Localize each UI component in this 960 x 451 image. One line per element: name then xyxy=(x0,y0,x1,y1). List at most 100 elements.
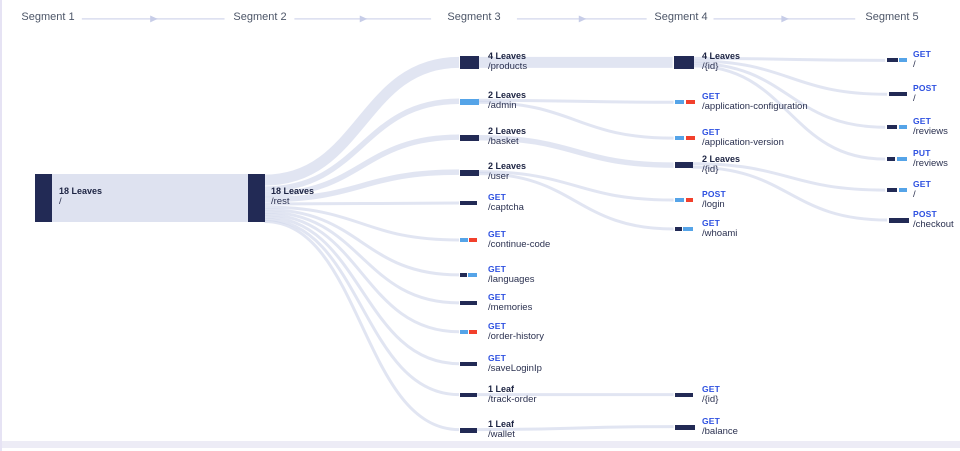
path-label: /track-order xyxy=(488,393,537,405)
node-segment-fill xyxy=(685,136,695,140)
node-segment-fill xyxy=(887,58,898,62)
node-label-s3-continue-code: GET/continue-code xyxy=(488,229,550,250)
node-label-s5-get-root-b: GET/ xyxy=(913,179,931,200)
path-label: /basket xyxy=(488,135,519,147)
http-method-label: GET xyxy=(702,91,721,101)
node-segment-fill xyxy=(675,198,685,202)
node-s4-login[interactable] xyxy=(675,198,693,202)
http-method-label: GET xyxy=(913,116,932,126)
node-segment-fill xyxy=(889,218,909,223)
node-s2-rest[interactable] xyxy=(248,174,265,222)
node-s1-root[interactable] xyxy=(35,174,52,222)
node-label-s4-app-version: GET/application-version xyxy=(702,127,784,148)
node-label-s4-balance: GET/balance xyxy=(702,416,738,437)
http-method-label: GET xyxy=(702,218,721,228)
node-s5-get-reviews[interactable] xyxy=(887,125,907,129)
http-method-label: GET xyxy=(488,292,507,302)
path-label: /admin xyxy=(488,99,517,111)
http-method-label: GET xyxy=(702,384,721,394)
node-segment-fill xyxy=(468,273,477,277)
node-s3-saveloginip[interactable] xyxy=(460,362,477,366)
path-label: /wallet xyxy=(488,428,515,440)
node-segment-fill xyxy=(460,301,477,305)
node-segment-fill xyxy=(248,174,265,222)
node-s4-app-config[interactable] xyxy=(675,100,695,104)
node-s4-balance[interactable] xyxy=(675,425,695,430)
node-s3-continue-code[interactable] xyxy=(460,238,477,242)
path-label: / xyxy=(913,188,916,200)
node-s5-post-root[interactable] xyxy=(889,92,907,96)
node-label-s3-user: 2 Leaves/user xyxy=(488,161,526,182)
node-s3-memories[interactable] xyxy=(460,301,477,305)
node-segment-fill xyxy=(887,188,898,192)
path-label: /languages xyxy=(488,273,535,285)
path-label: / xyxy=(913,58,916,70)
leaf-count-label: 18 Leaves xyxy=(59,186,103,196)
http-method-label: POST xyxy=(702,189,726,199)
http-method-label: GET xyxy=(488,192,507,202)
node-segment-fill xyxy=(460,428,477,433)
node-s3-user[interactable] xyxy=(460,170,479,176)
http-method-label: POST xyxy=(913,209,937,219)
node-s5-get-root-a[interactable] xyxy=(887,58,907,62)
node-label-s3-languages: GET/languages xyxy=(488,264,534,285)
leaf-count-label: 1 Leaf xyxy=(488,384,515,394)
node-segment-fill xyxy=(675,393,693,397)
node-label-s3-admin: 2 Leaves/admin xyxy=(488,90,526,111)
node-s3-products[interactable] xyxy=(460,56,479,69)
node-label-s3-wallet: 1 Leaf/wallet xyxy=(488,419,515,440)
segment-header-label-5: Segment 5 xyxy=(865,11,919,23)
http-method-label: GET xyxy=(488,321,507,331)
path-label: /application-version xyxy=(702,136,784,148)
node-s5-get-root-b[interactable] xyxy=(887,188,907,192)
node-label-s3-memories: GET/memories xyxy=(488,292,532,313)
path-label: /whoami xyxy=(702,227,738,239)
node-s4-app-version[interactable] xyxy=(675,136,695,140)
node-segment-fill xyxy=(460,393,477,397)
node-s5-post-checkout[interactable] xyxy=(889,218,909,223)
path-label: /reviews xyxy=(913,157,948,169)
path-label: /application-configuration xyxy=(702,100,808,112)
node-s4-get-id[interactable] xyxy=(675,393,693,397)
node-segment-fill xyxy=(898,125,907,129)
node-s4-id2[interactable] xyxy=(675,162,693,168)
leaf-count-label: 4 Leaves xyxy=(488,51,527,61)
node-s4-id4[interactable] xyxy=(674,56,694,69)
path-label: /checkout xyxy=(913,218,954,230)
node-segment-fill xyxy=(460,201,477,205)
node-s3-order-history[interactable] xyxy=(460,330,477,334)
node-s5-put-reviews[interactable] xyxy=(887,157,907,161)
http-method-label: GET xyxy=(913,49,932,59)
node-s3-languages[interactable] xyxy=(460,273,477,277)
leaf-count-label: 18 Leaves xyxy=(271,186,315,196)
node-segment-fill xyxy=(35,174,52,222)
node-segment-fill xyxy=(675,227,682,231)
leaf-count-label: 2 Leaves xyxy=(702,154,741,164)
node-s3-captcha[interactable] xyxy=(460,201,477,205)
segment-header-label-2: Segment 2 xyxy=(233,11,287,23)
node-label-s3-saveloginip: GET/saveLoginIp xyxy=(488,353,542,374)
path-label: /rest xyxy=(271,195,290,207)
horizontal-scrollbar-track[interactable] xyxy=(2,441,960,448)
http-method-label: GET xyxy=(702,127,721,137)
node-s3-track-order[interactable] xyxy=(460,393,477,397)
segment-header-label-3: Segment 3 xyxy=(447,11,501,23)
node-label-s4-whoami: GET/whoami xyxy=(702,218,737,239)
path-label: /saveLoginIp xyxy=(488,362,542,374)
leaf-count-label: 1 Leaf xyxy=(488,419,515,429)
node-s3-wallet[interactable] xyxy=(460,428,477,433)
node-s3-admin[interactable] xyxy=(460,99,479,105)
node-s4-whoami[interactable] xyxy=(675,227,693,231)
node-label-s4-app-config: GET/application-configuration xyxy=(702,91,808,112)
node-segment-fill xyxy=(685,198,693,202)
node-s3-basket[interactable] xyxy=(460,135,479,141)
http-method-label: GET xyxy=(488,229,507,239)
path-label: /captcha xyxy=(488,201,524,213)
node-segment-fill xyxy=(685,100,695,104)
node-label-s1-root: 18 Leaves/ xyxy=(59,186,102,207)
node-label-s5-get-reviews: GET/reviews xyxy=(913,116,948,137)
node-label-s4-id2: 2 Leaves/{id} xyxy=(702,154,740,175)
node-segment-fill xyxy=(896,157,907,161)
node-segment-fill xyxy=(887,157,896,161)
